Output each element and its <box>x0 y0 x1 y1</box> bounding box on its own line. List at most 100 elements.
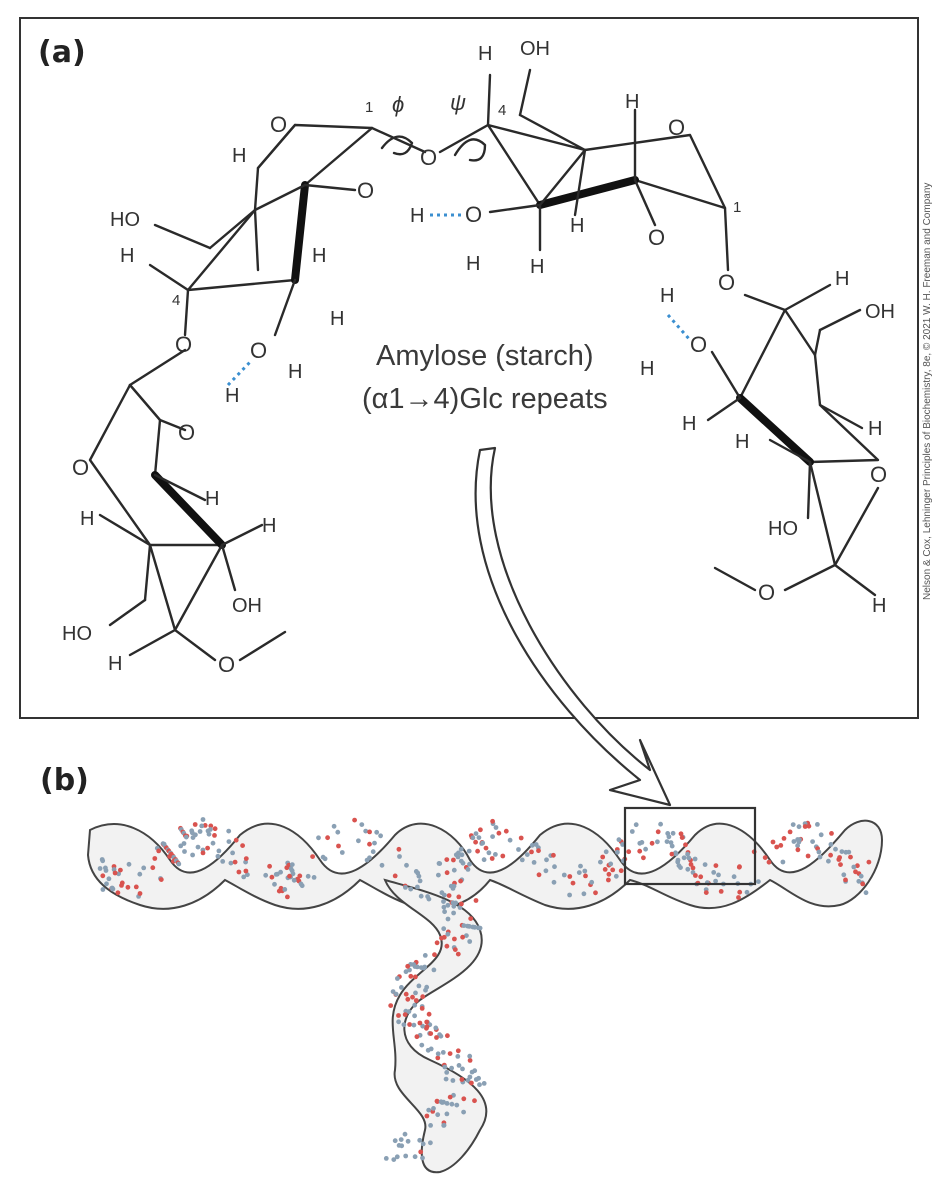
helix-atom <box>444 857 450 862</box>
helix-atom <box>335 829 341 835</box>
helix-atom <box>582 868 588 874</box>
helix-atom <box>408 886 414 892</box>
atom-h-ring3-b: H <box>80 508 94 530</box>
helix-atom <box>356 838 361 844</box>
helix-atom <box>100 858 106 864</box>
panel-a-label: (a) <box>38 35 86 70</box>
helix-atom <box>311 875 317 880</box>
helix-atom <box>158 877 164 882</box>
helix-atom <box>287 873 292 879</box>
helix-atom <box>863 890 869 896</box>
helix-atom <box>115 890 121 896</box>
helix-atom <box>424 984 430 990</box>
helix-atom <box>417 1020 423 1026</box>
hydrogen-bond-left <box>226 358 254 387</box>
helix-atom <box>451 857 456 863</box>
helix-atom <box>839 849 845 854</box>
helix-atom <box>410 994 415 1000</box>
helix-atom <box>459 1077 465 1082</box>
helix-atom <box>567 892 572 898</box>
helix-atom <box>451 903 457 909</box>
helix-atom <box>716 872 721 878</box>
atom-h-ring1-a: H <box>232 145 246 167</box>
caption-line-2: (α1→4)Glc repeats <box>362 383 608 415</box>
helix-atom <box>310 854 315 859</box>
helix-atom <box>626 849 632 855</box>
helix-atom <box>486 850 492 856</box>
helix-atom <box>593 890 598 896</box>
helix-atom <box>685 851 690 857</box>
atom-h-ring1-oh: H <box>288 361 302 383</box>
helix-atom <box>435 1055 441 1061</box>
helix-atom <box>182 849 187 854</box>
atom-ho-ring1: HO <box>110 209 140 231</box>
helix-atom <box>230 850 236 856</box>
helix-atom <box>220 859 226 864</box>
helix-atom <box>420 1023 426 1029</box>
helix-atom <box>414 964 420 970</box>
helix-atom <box>477 1082 482 1088</box>
helix-atom <box>853 869 858 875</box>
helix-atom <box>466 848 472 854</box>
glucose-ring-1 <box>148 123 427 337</box>
helix-atom <box>402 1012 408 1017</box>
helix-atom <box>718 889 724 894</box>
helix-atom <box>413 974 418 980</box>
helix-atom <box>736 895 741 900</box>
helix-atom <box>428 1123 433 1128</box>
helix-atom <box>426 1011 432 1017</box>
helix-atom <box>434 1035 439 1040</box>
helix-atom <box>447 1094 453 1100</box>
helix-atom <box>152 856 158 861</box>
glucose-ring-2 <box>486 68 730 272</box>
helix-atom <box>416 873 422 879</box>
helix-atom <box>444 1111 450 1117</box>
helix-atom <box>670 830 676 836</box>
helix-atom <box>411 962 416 967</box>
helix-atom <box>778 843 784 848</box>
helix-atom <box>232 859 238 865</box>
helix-atom <box>416 983 422 989</box>
helix-atom <box>633 822 639 828</box>
helix-atom <box>126 861 132 867</box>
helix-atom <box>320 854 326 860</box>
helix-atom <box>816 849 822 855</box>
helix-atom <box>424 1113 430 1119</box>
helix-atom <box>420 1141 426 1147</box>
atom-h-ring4-oh: H <box>640 358 654 380</box>
helix-atom <box>459 901 464 907</box>
atom-h-ring2-d: H <box>570 215 584 237</box>
helix-atom <box>241 874 247 880</box>
helix-atom <box>843 877 848 883</box>
helix-atom <box>615 849 620 855</box>
helix-atom <box>490 834 495 839</box>
helix-atom <box>424 1024 430 1030</box>
atom-h-ring1-d: H <box>120 245 134 267</box>
helix-atom <box>411 1022 417 1028</box>
helix-atom <box>415 884 420 890</box>
helix-atom <box>567 874 573 879</box>
helix-atom <box>818 832 824 838</box>
atom-oh-ring2-top: OH <box>520 38 550 60</box>
helix-atom <box>552 864 557 870</box>
helix-atom <box>407 1022 412 1027</box>
helix-atom <box>413 990 418 996</box>
helix-atom <box>781 836 787 841</box>
helix-atom <box>289 868 295 874</box>
helix-atom <box>618 868 624 874</box>
helix-atom <box>208 823 214 829</box>
helix-atom <box>467 939 473 944</box>
helix-atom <box>278 869 283 875</box>
helix-atom <box>649 840 655 846</box>
helix-atom <box>396 1019 401 1025</box>
helix-atom <box>199 823 205 829</box>
helix-atom <box>676 863 682 868</box>
helix-atom <box>374 829 380 835</box>
atom-o-ring2-c1: O <box>718 270 735 295</box>
helix-atom <box>433 1025 439 1031</box>
glucose-ring-4 <box>706 283 880 597</box>
helix-atom <box>461 1109 466 1115</box>
helix-atom <box>240 843 246 848</box>
helix-atom <box>843 849 849 855</box>
helix-atom <box>435 1051 441 1057</box>
